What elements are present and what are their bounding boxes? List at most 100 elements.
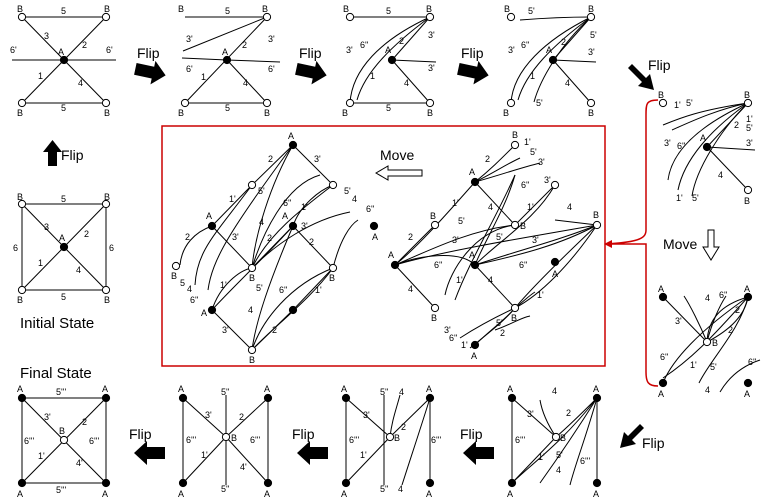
- panel-bottom-2: A A A A B 5'' 3' 2 6''' 6''' 1' 4' 5'': [178, 384, 273, 499]
- vertex-label: B: [394, 433, 400, 443]
- edge-label: 2: [734, 120, 739, 130]
- edge-label: 6''': [515, 435, 525, 445]
- flip-label: Flip: [460, 426, 483, 442]
- edge-label: 3': [532, 235, 539, 245]
- vertex-label: A: [388, 250, 394, 260]
- flip-label: Flip: [61, 147, 84, 163]
- edge-label: 4: [352, 194, 357, 204]
- edge-label: 6'': [519, 260, 528, 270]
- flip-label: Flip: [299, 45, 322, 61]
- vertex-label: B: [178, 4, 184, 14]
- edge-label: 6''': [24, 436, 34, 446]
- edge-label: 3': [588, 47, 595, 57]
- vertex-b: [101, 285, 111, 295]
- edge-label: 6'': [434, 260, 443, 270]
- edge-label: 1': [461, 340, 468, 350]
- edge-label: 5': [710, 362, 717, 372]
- edge-label: 4: [552, 386, 557, 396]
- edge-label: 1': [690, 360, 697, 370]
- edge-label: 3': [205, 410, 212, 420]
- vertex-label: B: [104, 108, 110, 118]
- vertex-label: A: [17, 384, 23, 394]
- edge-label: 2: [84, 229, 89, 239]
- vertex-label: A: [744, 389, 750, 399]
- vertex-label: B: [512, 130, 518, 140]
- edge-label: 5: [225, 103, 230, 113]
- panel-center-right: B B B B B B A A A A A 2 1' 5' 3' 6'' 3' …: [388, 130, 602, 361]
- edge-label: 2: [401, 422, 406, 432]
- up-arrow-icon: [43, 140, 62, 166]
- vertex-label: A: [700, 133, 706, 143]
- vertex-label: A: [552, 269, 558, 279]
- vertex-label: A: [59, 233, 65, 243]
- panel-right-2: A A A A B 4 6'' 2 2 3' 6'' 1' 5' 4 6'': [658, 284, 761, 399]
- vertex-label: B: [588, 4, 594, 14]
- edge-label: 2: [566, 408, 571, 418]
- vertex-b: [17, 285, 27, 295]
- panel-center-left: A A A A A B B B B 2 3' 1' 5' 6'' 1' 5' 4…: [171, 131, 379, 365]
- edge-label: 3': [544, 175, 551, 185]
- panel-final-state: A A A A B 5''' 5''' 6''' 6''' 3' 2 1' 4': [17, 384, 111, 499]
- vertex-label: A: [507, 384, 513, 394]
- vertex-label: B: [588, 108, 594, 118]
- vertex-label: A: [593, 384, 599, 394]
- vertex-label: B: [231, 433, 237, 443]
- edge-label: 5: [180, 278, 185, 288]
- vertex-label: B: [503, 108, 509, 118]
- vertex-label: A: [58, 47, 64, 57]
- edge-label: 3': [346, 45, 353, 55]
- edge-label: 5': [256, 283, 263, 293]
- edge-label: 3': [527, 409, 534, 419]
- edge-label: 4: [404, 78, 409, 88]
- edge-label: 2: [82, 417, 87, 427]
- vertex-label: A: [471, 351, 477, 361]
- edge-label: 5': [692, 193, 699, 203]
- edge-label: 1: [38, 258, 43, 268]
- final-state-label: Final State: [20, 365, 92, 382]
- initial-state-label: Initial State: [20, 315, 94, 332]
- edge-label: 1': [360, 450, 367, 460]
- edge-label: 2: [239, 412, 244, 422]
- vertex-label: A: [469, 250, 475, 260]
- vertex-label: B: [104, 4, 110, 14]
- panel-top-2: B B B B A 5 5 3' 3' 6' 6' 2 1 4: [178, 4, 281, 118]
- vertex-label: B: [17, 108, 23, 118]
- vertex-label: B: [560, 433, 566, 443]
- edge-label: 3': [428, 30, 435, 40]
- edge-label: 5': [746, 123, 753, 133]
- edge-label: 3': [746, 138, 753, 148]
- edge-label: 1: [201, 72, 206, 82]
- edge-label: 5'': [221, 484, 230, 494]
- vertex-label: B: [17, 192, 23, 202]
- vertex-label: A: [201, 308, 207, 318]
- vertex-label: B: [520, 221, 526, 231]
- edge-label: 5': [496, 232, 503, 242]
- left-arrow-icon: [134, 441, 165, 465]
- edge-label: 1: [530, 71, 535, 81]
- vertex-label: A: [206, 211, 212, 221]
- edge-label: 5: [225, 6, 230, 16]
- edge-label: 4: [187, 284, 192, 294]
- edge-label: 3: [44, 222, 49, 232]
- edge-label: 2: [485, 154, 490, 164]
- vertex-label: A: [372, 232, 378, 242]
- vertex-label: B: [431, 313, 437, 323]
- vertex-label: A: [341, 384, 347, 394]
- edge-label: 6''': [89, 436, 99, 446]
- edge-label: 4': [76, 458, 83, 468]
- left-arrow-icon: [463, 441, 494, 465]
- edge-label: 5'': [380, 387, 389, 397]
- edge-label: 4: [399, 387, 404, 397]
- vertex-label: B: [343, 4, 349, 14]
- edge-label: 5'': [380, 484, 389, 494]
- edge-label: 1': [220, 280, 227, 290]
- edge-label: 1': [38, 451, 45, 461]
- vertex-label: A: [17, 489, 23, 499]
- flip-label: Flip: [129, 426, 152, 442]
- vertex-label: B: [744, 196, 750, 206]
- vertex-label: B: [262, 4, 268, 14]
- edge-label: 6'': [366, 204, 375, 214]
- hollow-arrow-icon: [702, 229, 720, 261]
- edge-label: 3': [664, 138, 671, 148]
- vertex-label: B: [17, 4, 23, 14]
